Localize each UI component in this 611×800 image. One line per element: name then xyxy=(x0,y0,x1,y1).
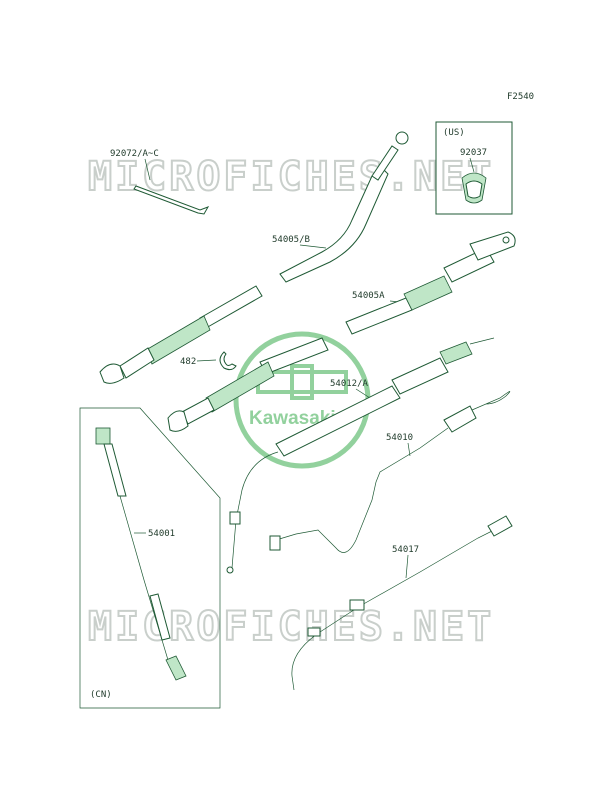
clip-482: 482 xyxy=(180,351,237,371)
part-label-92037: 92037 xyxy=(460,148,487,158)
clamp-92037 xyxy=(461,172,487,204)
cable-lever-lower xyxy=(167,337,329,432)
cable-lever-upper xyxy=(99,285,263,384)
part-label-54001: 54001 xyxy=(148,529,175,539)
watermark-top: MICROFICHES.NET xyxy=(88,154,494,200)
cable-54005-a: 54005A xyxy=(345,231,516,335)
cable-54012-a: 54012/A xyxy=(226,337,495,574)
part-label-54010: 54010 xyxy=(386,433,413,443)
watermark-bottom: MICROFICHES.NET xyxy=(88,604,494,650)
part-label-54012-a: 54012/A xyxy=(330,379,369,389)
cn-inset: (CN) 54001 xyxy=(79,407,221,709)
us-region-label: (US) xyxy=(443,128,465,138)
cn-region-label: (CN) xyxy=(90,690,112,700)
cable-54001 xyxy=(95,427,187,681)
part-label-92072: 92072/A~C xyxy=(110,149,159,159)
cable-54005-b: 54005/B xyxy=(272,131,409,283)
figure-code: F2540 xyxy=(507,92,534,102)
cable-54017: 54017 xyxy=(291,515,513,691)
logo-text: Kawasaki xyxy=(249,408,336,429)
part-label-54017: 54017 xyxy=(392,545,419,555)
part-label-54005a: 54005A xyxy=(352,291,385,301)
cable-54010: 54010 xyxy=(269,391,511,553)
part-label-54005-b: 54005/B xyxy=(272,235,310,245)
us-inset: (US) 92037 xyxy=(435,121,513,215)
cable-tie-92072: 92072/A~C xyxy=(110,149,210,215)
part-label-482: 482 xyxy=(180,357,196,367)
